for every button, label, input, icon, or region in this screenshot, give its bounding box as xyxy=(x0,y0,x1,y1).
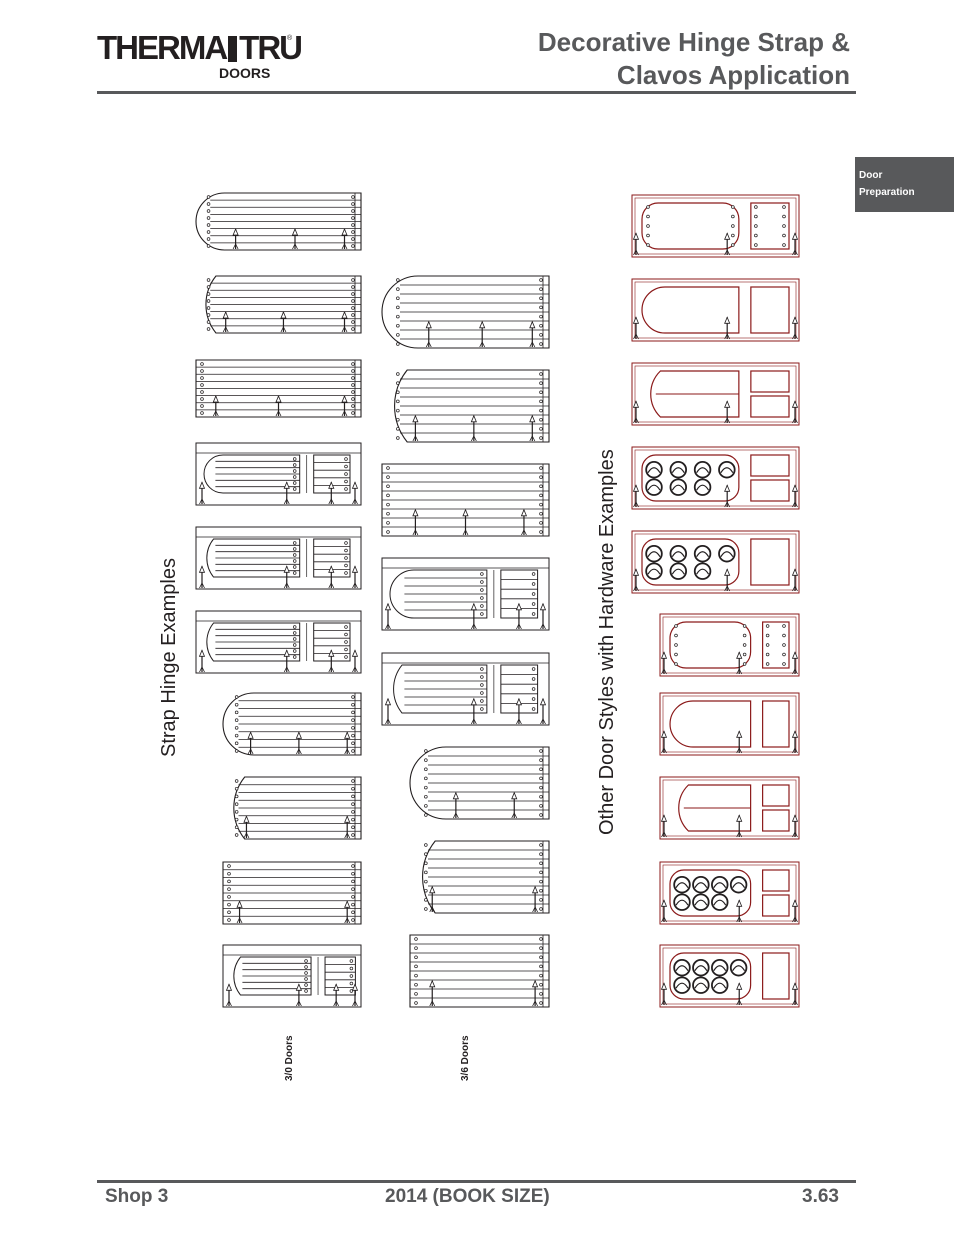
footer-edition: 2014 (BOOK SIZE) xyxy=(385,1186,550,1207)
style-door-7 xyxy=(659,692,800,756)
strap-door-17 xyxy=(422,840,550,914)
style-door-1 xyxy=(631,194,800,258)
strap-door-10 xyxy=(222,944,362,1008)
strap-door-11 xyxy=(381,275,550,349)
header-divider xyxy=(97,91,856,94)
strap-door-16 xyxy=(409,746,550,820)
strap-door-5 xyxy=(195,526,362,590)
strap-door-9 xyxy=(222,861,362,925)
page-title: Decorative Hinge Strap & Clavos Applicat… xyxy=(430,26,850,92)
section-tab[interactable]: Door Preparation xyxy=(855,157,954,212)
logo-doors-text: DOORS xyxy=(219,65,271,81)
logo-registered-mark: ® xyxy=(287,35,293,42)
style-door-8 xyxy=(659,776,800,840)
style-door-9 xyxy=(659,861,800,925)
strap-door-15 xyxy=(381,652,550,726)
section-tab-line2: Preparation xyxy=(859,187,915,198)
strap-door-3 xyxy=(195,359,362,418)
doors-30-label: 3/0 Doors xyxy=(284,1035,295,1081)
strap-door-7 xyxy=(222,692,362,756)
strap-door-4 xyxy=(195,442,362,506)
footer-shop: Shop 3 xyxy=(105,1186,169,1207)
footer-divider xyxy=(97,1180,856,1183)
section-tab-line1: Door xyxy=(859,170,883,181)
style-door-2 xyxy=(631,278,800,342)
style-door-5 xyxy=(631,530,800,594)
strap-door-6 xyxy=(195,610,362,674)
page-title-line2: Clavos Application xyxy=(616,60,850,90)
strap-door-13 xyxy=(381,463,550,537)
other-door-styles-label: Other Door Styles with Hardware Examples xyxy=(596,449,618,835)
strap-door-1 xyxy=(195,192,362,251)
strap-hinge-examples-label: Strap Hinge Examples xyxy=(158,558,180,757)
strap-door-18 xyxy=(409,934,550,1008)
strap-door-12 xyxy=(394,369,550,443)
strap-door-8 xyxy=(233,776,362,840)
style-door-10 xyxy=(659,944,800,1008)
style-door-6 xyxy=(659,613,800,677)
style-door-3 xyxy=(631,362,800,426)
page-title-line1: Decorative Hinge Strap & xyxy=(537,27,850,57)
strap-door-14 xyxy=(381,557,550,631)
strap-door-2 xyxy=(205,275,362,334)
style-door-4 xyxy=(631,446,800,510)
footer-page-number: 3.63 xyxy=(802,1186,839,1207)
doors-36-label: 3/6 Doors xyxy=(460,1035,471,1081)
